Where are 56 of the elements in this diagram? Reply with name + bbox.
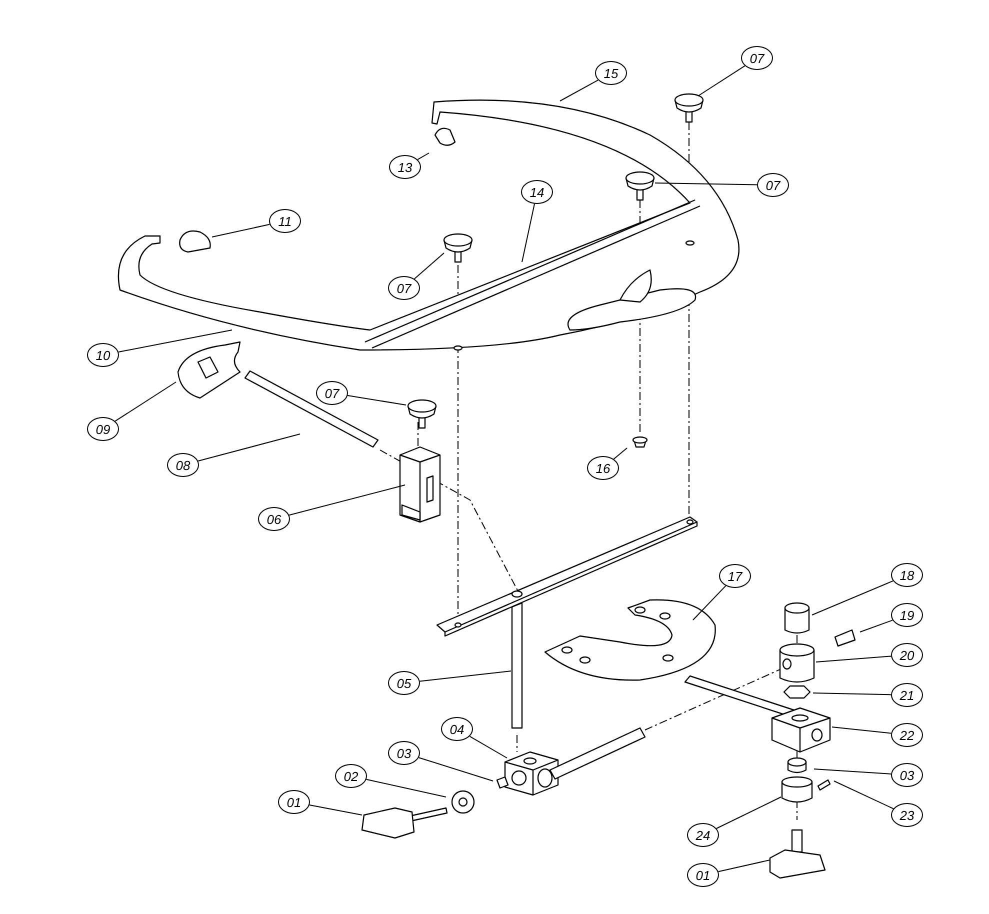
callout-number: 06 xyxy=(258,507,290,531)
callout-number: 03 xyxy=(891,763,923,787)
callout-number: 04 xyxy=(441,717,473,741)
leader-line xyxy=(832,726,892,734)
leader-line xyxy=(816,656,892,662)
callout-number: 24 xyxy=(687,823,719,847)
leader-line xyxy=(698,65,746,96)
callout-number: 05 xyxy=(388,671,420,695)
callout-number: 08 xyxy=(167,453,199,477)
leader-line xyxy=(114,382,176,422)
leader-line xyxy=(417,152,430,160)
leader-line xyxy=(834,780,894,810)
leader-line xyxy=(198,434,300,462)
callout-number: 02 xyxy=(335,764,367,788)
leader-line xyxy=(716,796,782,829)
callout-number: 10 xyxy=(87,343,119,367)
leader-line xyxy=(469,736,508,758)
callout-number: 18 xyxy=(891,563,923,587)
callout-number: 07 xyxy=(741,46,773,70)
callout-number: 01 xyxy=(278,790,310,814)
callout-number: 17 xyxy=(719,564,751,588)
callout-number: 15 xyxy=(595,61,627,85)
callout-number: 13 xyxy=(389,155,421,179)
leader-line xyxy=(418,757,494,782)
leader-line xyxy=(118,330,232,352)
leader-line xyxy=(522,203,535,262)
callout-number: 21 xyxy=(891,683,923,707)
leader-line xyxy=(560,80,599,102)
callout-number: 03 xyxy=(388,741,420,765)
leader-line xyxy=(419,670,512,682)
leader-line xyxy=(347,395,406,406)
leader-line xyxy=(212,224,270,238)
callout-number: 09 xyxy=(87,417,119,441)
callout-number: 19 xyxy=(891,603,923,627)
callout-number: 22 xyxy=(891,723,923,747)
callout-number: 23 xyxy=(891,803,923,827)
leader-line xyxy=(812,580,894,616)
callout-number: 07 xyxy=(388,276,420,300)
leader-line xyxy=(860,620,894,632)
callout-number: 20 xyxy=(891,643,923,667)
leader-line xyxy=(414,252,444,280)
leader-line xyxy=(812,692,892,696)
callout-number: 14 xyxy=(521,180,553,204)
leader-line xyxy=(613,448,628,460)
callout-number: 01 xyxy=(687,863,719,887)
leader-line xyxy=(288,484,406,516)
leader-line xyxy=(366,778,446,798)
leader-line xyxy=(692,585,726,620)
leader-line xyxy=(718,860,770,872)
callout-number: 16 xyxy=(587,456,619,480)
callout-number: 11 xyxy=(269,209,301,233)
leader-line xyxy=(309,804,362,816)
leader-line xyxy=(814,768,892,774)
callout-number: 07 xyxy=(757,173,789,197)
callout-number: 07 xyxy=(316,381,348,405)
leader-line xyxy=(654,182,758,186)
